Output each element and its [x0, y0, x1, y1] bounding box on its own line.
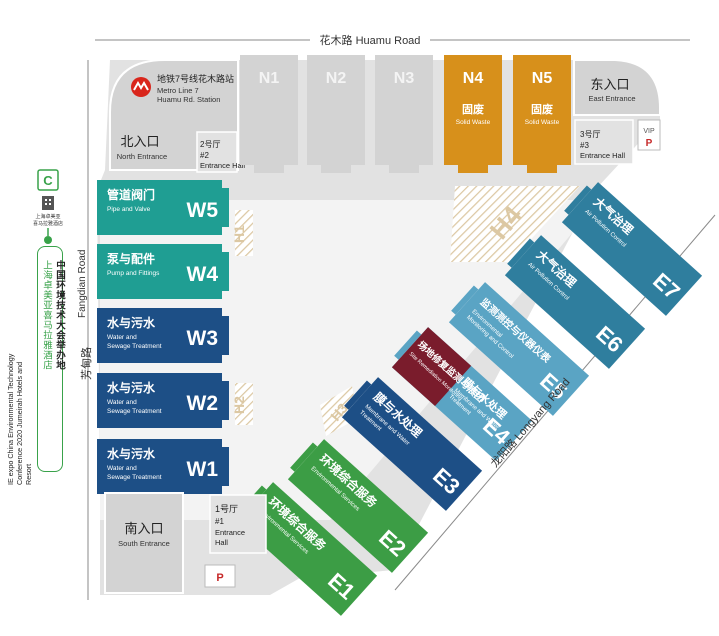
hall-category-en: Solid Waste	[525, 119, 560, 126]
hall2-cn: 2号厅	[200, 140, 220, 149]
entrance-hall-2[interactable]	[196, 131, 238, 173]
hall-category-cn: 水与污水	[107, 446, 156, 461]
hall-category-en: Water and	[107, 465, 137, 472]
east-entrance-en: East Entrance	[588, 94, 635, 103]
hall-w5[interactable]: 管道阀门 Pipe and Valve W5	[97, 180, 229, 235]
hall-category-cn: 固废	[462, 102, 484, 116]
hotel-label-cn-b: 上海卓美亚喜马拉雅酒店	[41, 260, 52, 370]
hotel-small-label-2: 喜马拉雅酒店	[33, 220, 63, 227]
west-halls-group: 管道阀门 Pipe and Valve W5 泵与配件 Pump and Fitting…	[97, 180, 229, 494]
hotel-building-icon	[42, 196, 54, 210]
hall-n2[interactable]: N2	[307, 55, 365, 173]
hall-n4[interactable]: N4 固废 Solid Waste	[444, 55, 502, 173]
hall-id: N2	[326, 70, 347, 87]
hall-category-en: Pipe and Valve	[107, 206, 151, 213]
hall-category-en: Water and	[107, 399, 137, 406]
road-north-label: 花木路 Huamu Road	[320, 34, 421, 47]
hall-category-cn: 泵与配件	[107, 251, 155, 266]
hall-n1[interactable]: N1	[240, 55, 298, 173]
hotel-c-marker	[37, 169, 59, 191]
corridor-h2-label: H2	[231, 396, 247, 414]
hall-category-en-2: Sewage Treatment	[107, 474, 162, 481]
hall-w4[interactable]: 泵与配件 Pump and Fittings W4	[97, 244, 229, 299]
south-entrance-cn: 南入口	[124, 521, 163, 536]
hall1-en2: Hall	[215, 538, 228, 547]
hall-category-en: Pump and Fittings	[107, 270, 160, 277]
metro-label-cn: 地铁7号线花木路站	[157, 73, 234, 84]
entrance-hall-3[interactable]	[574, 119, 634, 165]
hall-id: W3	[187, 327, 219, 350]
metro-label-line: Metro Line 7	[157, 86, 199, 95]
hall-n5[interactable]: N5 固废 Solid Waste	[513, 55, 571, 173]
road-west-en: Fangdian Road	[77, 249, 88, 318]
vip-parking-p: P	[646, 138, 653, 149]
hotel-label-cn-a: 中国环境技术大会举办地	[54, 260, 65, 370]
hall-category-en-2: Sewage Treatment	[107, 343, 162, 350]
corridor-h4[interactable]	[450, 186, 580, 262]
hall-id: W1	[187, 458, 219, 481]
south-entrance-en: South Entrance	[118, 539, 170, 548]
hall-category-cn: 水与污水	[107, 380, 156, 395]
corridor-h1[interactable]	[235, 210, 253, 256]
hall1-num: #1	[215, 517, 224, 526]
hall-category-cn: 固废	[531, 102, 553, 116]
east-entrance-cn: 东入口	[590, 77, 629, 92]
vip-label: VIP	[643, 128, 655, 135]
hall-id: N5	[532, 70, 553, 87]
hotel-small-label-1: 上海卓美亚	[35, 213, 60, 220]
hall1-cn: 1号厅	[215, 504, 238, 514]
hall-id: W4	[187, 263, 219, 286]
hall-id: N1	[259, 70, 280, 87]
north-entrance-en: North Entrance	[117, 152, 167, 161]
metro-label-station: Huamu Rd. Station	[157, 95, 220, 104]
hall2-num: #2	[200, 151, 209, 160]
hall-n3[interactable]: N3	[375, 55, 433, 173]
south-entrance-block[interactable]	[104, 492, 184, 594]
hall1-en1: Entrance	[215, 528, 245, 537]
hall-id: W5	[187, 199, 219, 222]
hall3-cn: 3号厅	[580, 130, 600, 139]
hotel-c-letter: C	[43, 173, 53, 188]
hall2-en: Entrance Hall	[200, 161, 245, 170]
north-halls-group: N1 N2 N3 N4 固废 Solid Waste N5 固废 Solid Waste	[240, 55, 571, 173]
hall-category-cn: 水与污水	[107, 315, 156, 330]
hall3-en: Entrance Hall	[580, 151, 625, 160]
vip-parking[interactable]	[637, 119, 661, 151]
entrance-hall-1[interactable]	[209, 494, 267, 554]
corridor-h3[interactable]	[320, 386, 358, 436]
hall-category-cn: 管道阀门	[107, 187, 155, 202]
hall-category-en-2: Sewage Treatment	[107, 408, 162, 415]
east-entrance-block[interactable]	[573, 59, 661, 116]
hotel-label-en: IE expo China Environmental Technology C…	[6, 353, 33, 485]
hall-id: N3	[394, 70, 415, 87]
south-parking-p: P	[216, 572, 223, 584]
hotel-pin-icon	[44, 236, 52, 244]
corridor-h1-label: H1	[231, 225, 247, 243]
hotel-info-box	[37, 246, 63, 472]
south-parking[interactable]	[204, 564, 236, 588]
hotel-en-wrap: IE expo China Environmental Technology C…	[6, 340, 36, 485]
hall-category-en: Solid Waste	[456, 119, 491, 126]
hall-id: N4	[463, 70, 484, 87]
metro-icon-glyph	[133, 81, 149, 91]
north-entrance-cn: 北入口	[120, 134, 159, 149]
hall-id: W2	[187, 392, 219, 415]
hall3-num: #3	[580, 141, 589, 150]
hall-category-en: Water and	[107, 334, 137, 341]
corridor-h2[interactable]	[235, 383, 253, 425]
road-west-cn: 芳甸路	[81, 347, 93, 380]
